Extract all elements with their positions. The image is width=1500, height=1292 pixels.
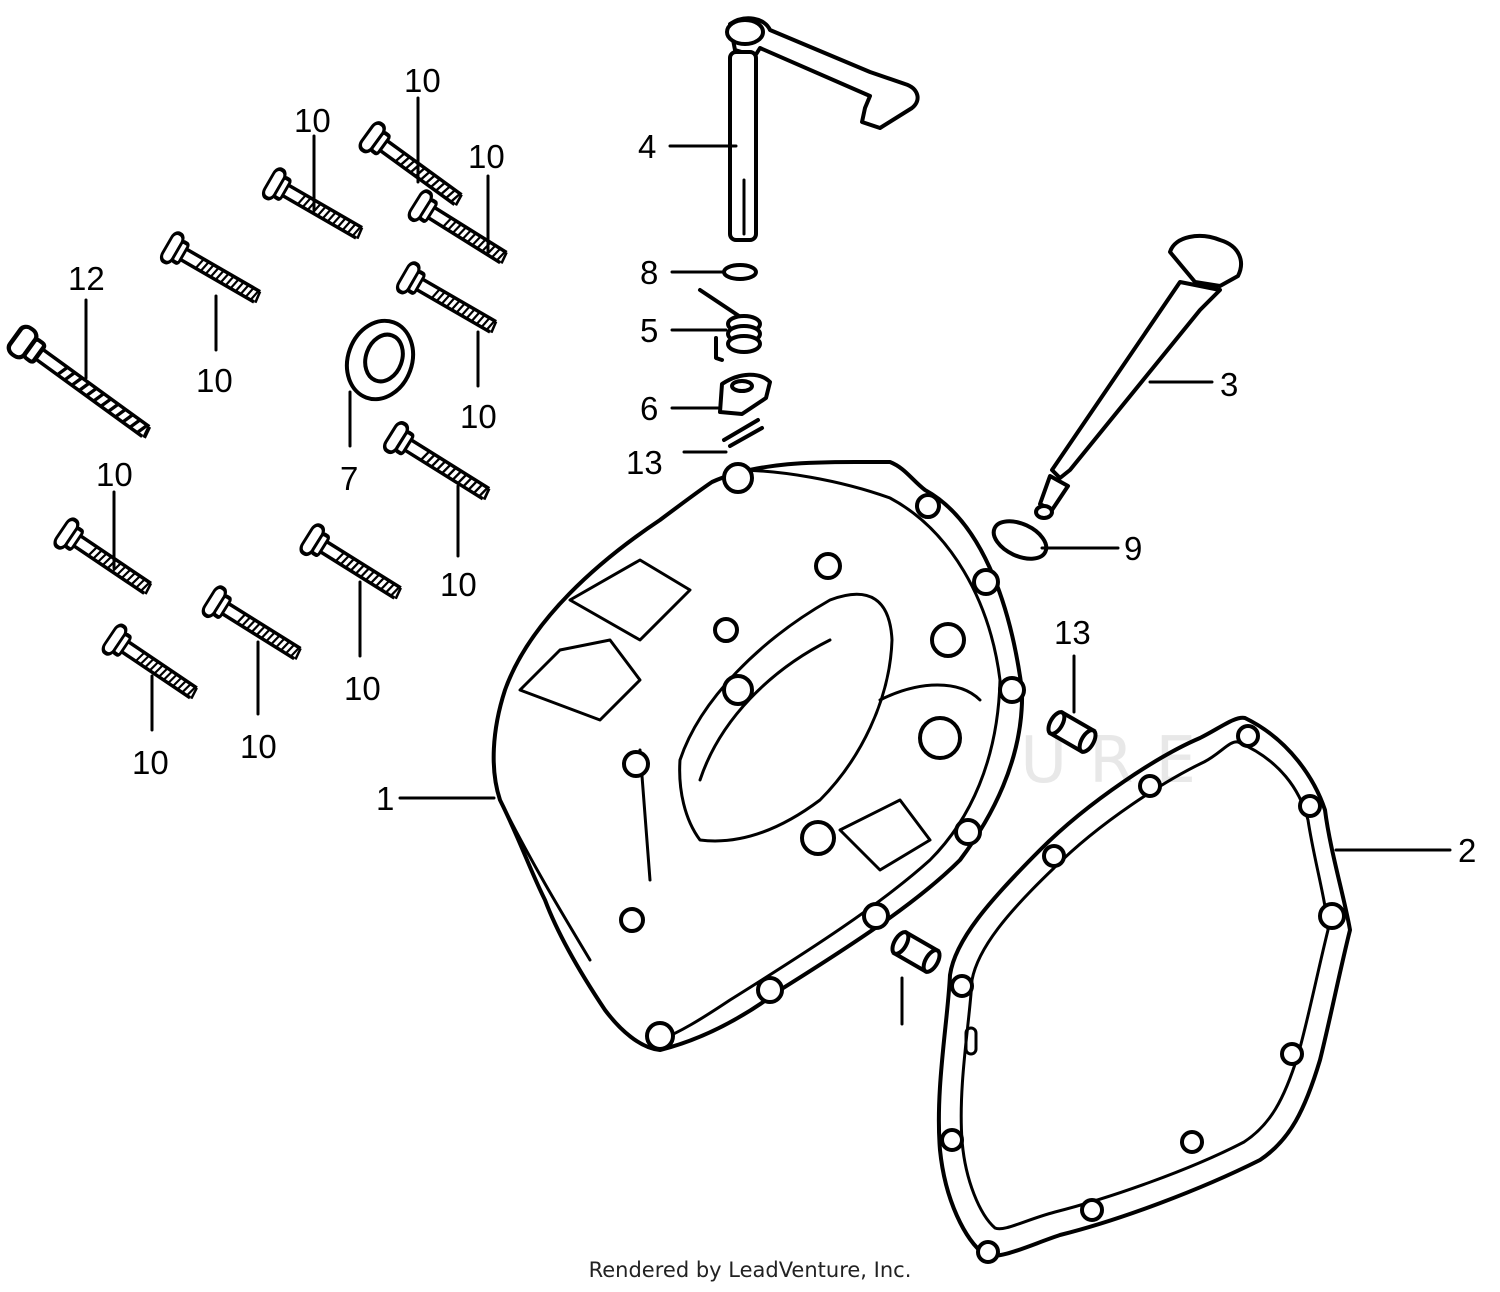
oil-dipstick xyxy=(1034,234,1243,520)
footer-credit: Rendered by LeadVenture, Inc. xyxy=(588,1258,912,1282)
callout-12: 13 xyxy=(626,444,663,481)
bolt xyxy=(355,118,471,216)
callout-10: 10 xyxy=(96,456,133,493)
callout-13: 13 xyxy=(1054,614,1091,651)
callout-2: 2 xyxy=(1458,832,1476,869)
bolt-long xyxy=(6,324,157,446)
callout-10: 10 xyxy=(196,362,233,399)
oil-seal xyxy=(344,318,416,402)
bolt xyxy=(296,521,410,610)
callout-10: 10 xyxy=(240,728,277,765)
callout-1: 1 xyxy=(376,780,394,817)
leader-lines xyxy=(84,96,1452,1026)
dowel-pin-lower xyxy=(887,927,945,977)
callout-10: 10 xyxy=(440,566,477,603)
callout-11: 12 xyxy=(68,260,105,297)
callout-7: 7 xyxy=(340,460,358,497)
callout-5: 5 xyxy=(640,312,658,349)
bolt xyxy=(405,187,515,274)
callout-3: 3 xyxy=(1220,366,1238,403)
spring xyxy=(698,288,762,362)
callout-10: 10 xyxy=(404,62,441,99)
callout-4: 4 xyxy=(638,128,656,165)
callout-9: 9 xyxy=(1124,530,1142,567)
o-ring xyxy=(991,519,1049,561)
callout-6: 6 xyxy=(640,390,658,427)
callout-10: 10 xyxy=(294,102,331,139)
bolt xyxy=(199,583,309,670)
cam xyxy=(718,372,772,416)
washer xyxy=(722,263,758,281)
callout-10: 10 xyxy=(468,138,505,175)
callout-labels: 12 10 10 10 10 10 7 10 10 10 10 10 4 8 5… xyxy=(68,62,1476,869)
callout-10: 10 xyxy=(460,398,497,435)
pin xyxy=(722,418,764,448)
crankcase-cover xyxy=(491,459,1026,1052)
shaft-arm xyxy=(725,16,920,242)
bolt xyxy=(50,515,160,605)
bolt xyxy=(157,229,269,314)
bolt xyxy=(393,259,505,344)
callout-8: 8 xyxy=(640,254,658,291)
callout-10: 10 xyxy=(344,670,381,707)
gasket xyxy=(936,715,1352,1264)
callout-10: 10 xyxy=(132,744,169,781)
